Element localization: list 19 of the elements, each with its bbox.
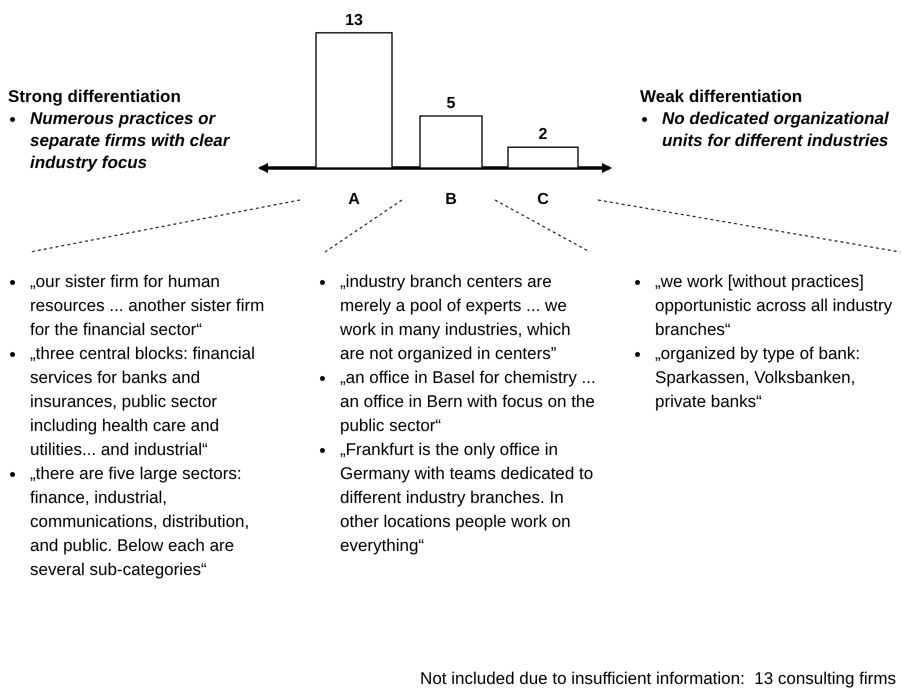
- quote-text: „industry branch centers are merely a pool of experts ... we work in many industries, which are not organized in centers”: [340, 271, 572, 365]
- quote-text: „there are five large sectors: finance, industrial, communications, distribution, and public. Below each are several sub-categories“: [30, 463, 250, 581]
- description-text: No dedicated organizational units for different industries: [662, 108, 890, 152]
- heading: Weak differentiation: [640, 86, 804, 108]
- heading: Strong differentiation: [8, 86, 182, 108]
- category-label: B: [445, 191, 457, 208]
- category-label: C: [537, 191, 549, 208]
- quote-text: „organized by type of bank: Sparkassen, Volksbanken, private banks“: [655, 343, 862, 413]
- footnote: Not included due to insufficient information: 13 consulting firms: [420, 668, 896, 690]
- value-label: 2: [538, 126, 548, 144]
- quote-text: „an office in Basel for chemistry ... an office in Bern with focus on the public sector“: [340, 367, 596, 437]
- quote-text: „Frankfurt is the only office in Germany with teams dedicated to different industry branches. In other locations people work on everything“: [340, 439, 594, 557]
- quote-text: „we work [without practices] opportunistic across all industry branches“: [655, 271, 894, 341]
- value-label: 13: [345, 12, 363, 29]
- value-label: 5: [446, 95, 456, 112]
- category-label: A: [348, 191, 360, 208]
- quote-text: „our sister firm for human resources ... another sister firm for the financial sector“: [30, 271, 266, 341]
- quote-text: „three central blocks: financial services for banks and insurances, public sector including health care and utilities... and industrial“: [30, 343, 256, 461]
- description-text: Numerous practices or separate firms with clear industry focus: [30, 108, 232, 174]
